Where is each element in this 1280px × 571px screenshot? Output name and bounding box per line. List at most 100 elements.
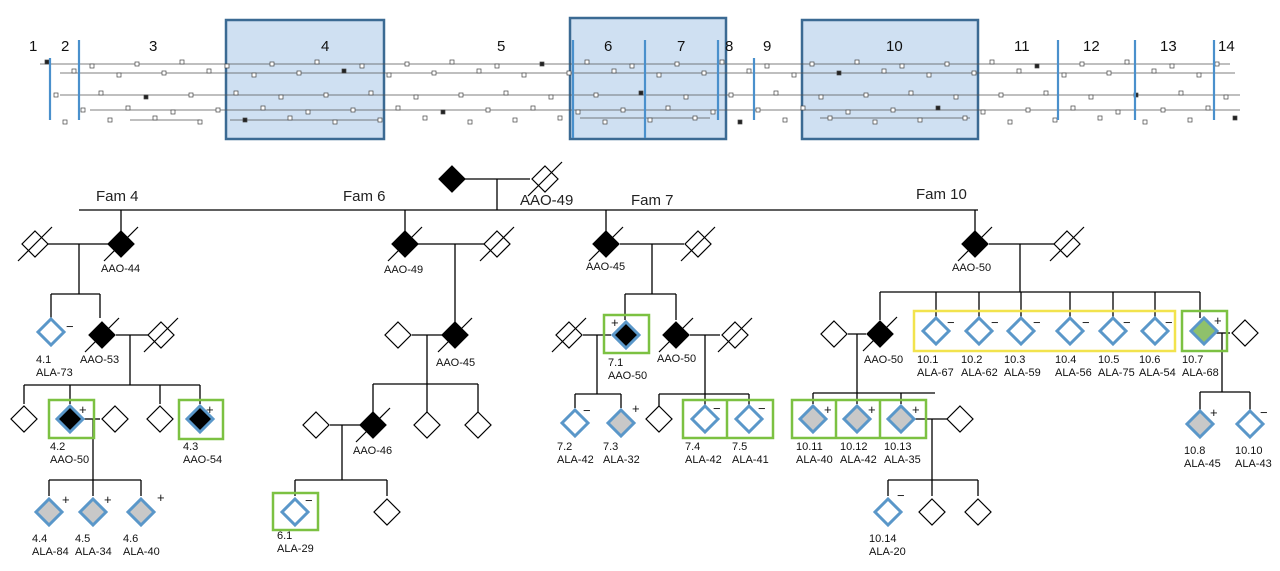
- label-6-1-id: 6.1: [277, 530, 292, 542]
- sign-7-2: −: [583, 403, 591, 418]
- overview-mini-node: [728, 92, 734, 98]
- label-10-6-id: 10.6: [1139, 354, 1160, 366]
- fam7-aao-45: [588, 226, 624, 262]
- fam7-spouse: [680, 226, 716, 262]
- overview-mini-node: [872, 119, 878, 125]
- overview-mini-node: [656, 72, 662, 78]
- overview-mini-node: [890, 107, 896, 113]
- fam10-spouse3: [1231, 319, 1259, 347]
- label-10-4-id: 10.4: [1055, 354, 1076, 366]
- overview-mini-node: [467, 119, 473, 125]
- label-4-5-lab: ALA-34: [75, 546, 112, 558]
- sign-10-2: −: [991, 315, 999, 330]
- overview-mini-node: [431, 70, 437, 76]
- label-10-1-id: 10.1: [917, 354, 938, 366]
- overview-mini-node: [962, 115, 968, 121]
- sign-10-5: −: [1123, 315, 1131, 330]
- overview-mini-node: [782, 117, 788, 123]
- label-10-7-lab: ALA-68: [1182, 367, 1219, 379]
- sign-4-4: +: [62, 492, 70, 507]
- overview-mini-node: [494, 63, 500, 69]
- segment-label-2: 2: [61, 38, 69, 55]
- fam4-aao-44: [103, 226, 139, 262]
- founder-male: [438, 165, 466, 193]
- overview-mini-node: [521, 72, 527, 78]
- sign-4-2: +: [79, 402, 87, 417]
- label-10-3-id: 10.3: [1004, 354, 1025, 366]
- label-4-6-id: 4.6: [123, 533, 138, 545]
- label-7-3-id: 7.3: [603, 441, 618, 453]
- overview-mini-node: [908, 90, 914, 96]
- label-4-2-id: 4.2: [50, 441, 65, 453]
- fam4-spouse3: [101, 405, 129, 433]
- sign-4-5: +: [104, 492, 112, 507]
- overview-mini-node: [926, 72, 932, 78]
- label-10-5-id: 10.5: [1098, 354, 1119, 366]
- overview-mini-node: [278, 94, 284, 100]
- node-10-13: [885, 403, 917, 435]
- label-10-11-lab: ALA-40: [796, 454, 833, 466]
- sign-6-1: −: [305, 493, 313, 508]
- fam10-aao-50b: [862, 316, 898, 352]
- fam6-spouse3: [302, 411, 330, 439]
- overview-mini-node: [548, 94, 554, 100]
- sign-7-3: +: [632, 401, 640, 416]
- label-7-3-lab: ALA-32: [603, 454, 640, 466]
- overview-mini-node: [269, 61, 275, 67]
- label-aao-53: AAO-53: [80, 354, 119, 366]
- sign-10-8: +: [1210, 405, 1218, 420]
- overview-dividers: [48, 40, 1216, 138]
- label-10-8-lab: ALA-45: [1184, 458, 1221, 470]
- node-10-14: [872, 496, 904, 528]
- sign-4-3: +: [206, 402, 214, 417]
- overview-mini-node: [665, 105, 671, 111]
- overview-mini-node: [359, 63, 365, 69]
- overview-mini-node: [422, 115, 428, 121]
- fam6-aao-46: [355, 407, 391, 443]
- overview-mini-node: [1034, 63, 1040, 69]
- overview-mini-node: [575, 109, 581, 115]
- node-7-2: [559, 407, 591, 439]
- label-10-5-lab: ALA-75: [1098, 367, 1135, 379]
- overview-mini-node: [1097, 115, 1103, 121]
- green-box-6-1: [271, 491, 320, 532]
- node-7-1: [610, 319, 642, 351]
- overview-mini-node: [584, 59, 590, 65]
- node-7-3: [605, 407, 637, 439]
- overview-mini-node: [188, 92, 194, 98]
- node-10-8: [1184, 408, 1216, 440]
- overview-mini-node: [1151, 68, 1157, 74]
- label-10-12-lab: ALA-42: [840, 454, 877, 466]
- overview-mini-node: [1070, 105, 1076, 111]
- overview-mini-node: [647, 117, 653, 123]
- overview-mini-node: [557, 115, 563, 121]
- overview-mini-node: [593, 92, 599, 98]
- overview-mini-node: [143, 94, 149, 100]
- label-fam10-aao-50b: AAO-50: [864, 354, 903, 366]
- overview-mini-node: [476, 68, 482, 74]
- overview-mini-node: [863, 92, 869, 98]
- highlight-boxes: [47, 309, 1229, 532]
- overview-mini-node: [332, 119, 338, 125]
- label-10-12-id: 10.12: [840, 441, 868, 453]
- overview-mini-node: [674, 61, 680, 67]
- fam4-sib-a: [10, 405, 38, 433]
- overview-mini-nodes: [44, 59, 1238, 125]
- overview-mini-node: [1124, 59, 1130, 65]
- overview-mini-node: [287, 115, 293, 121]
- overview-mini-node: [1142, 119, 1148, 125]
- overview-mini-node: [881, 68, 887, 74]
- overview-mini-node: [458, 92, 464, 98]
- sign-7-4: −: [713, 401, 721, 416]
- overview-mini-node: [350, 107, 356, 113]
- overview-mini-node: [566, 70, 572, 76]
- overview-mini-node: [1016, 68, 1022, 74]
- sign-7-5: −: [758, 401, 766, 416]
- overview-mini-node: [116, 72, 122, 78]
- overview-mini-node: [683, 94, 689, 100]
- sign-10-4: −: [1082, 315, 1090, 330]
- overview-mini-node: [260, 105, 266, 111]
- node-10-7: [1188, 315, 1220, 347]
- fam6-sib-a: [413, 411, 441, 439]
- segment-label-13: 13: [1160, 38, 1177, 55]
